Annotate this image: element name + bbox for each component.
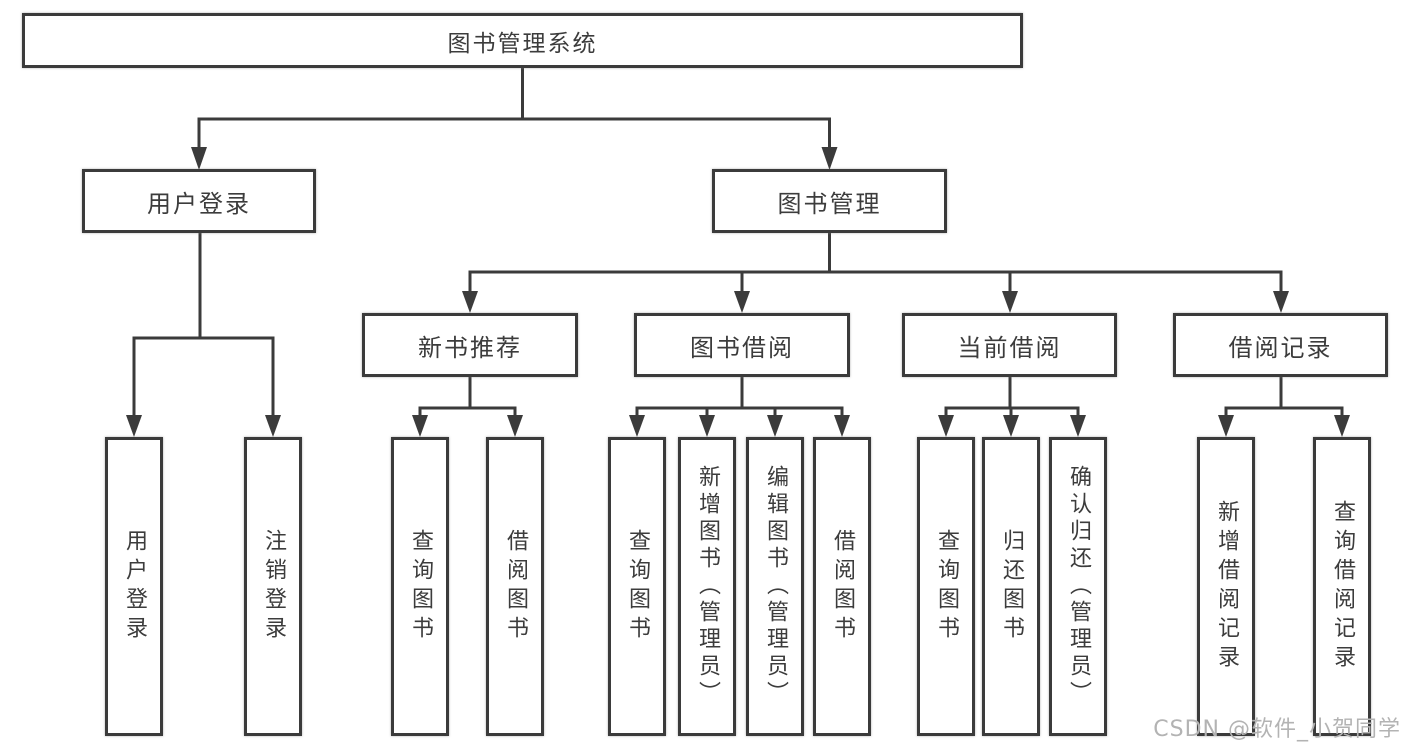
node-label: 图书借阅 <box>690 333 794 362</box>
leaf-label: 查询图书 <box>934 528 959 645</box>
leaf-confirm-return-admin: 确认归还（管理员） <box>1049 437 1107 736</box>
leaf-query-books-borrow: 查询图书 <box>608 437 666 736</box>
leaf-label: 查询图书 <box>625 528 650 645</box>
leaf-borrow-books-recommend: 借阅图书 <box>486 437 544 736</box>
leaf-add-book-admin: 新增图书（管理员） <box>678 437 736 736</box>
leaf-query-books-recommend: 查询图书 <box>391 437 449 736</box>
leaf-add-borrow-record: 新增借阅记录 <box>1197 437 1255 736</box>
leaf-label: 用户登录 <box>122 528 147 645</box>
node-borrow-records: 借阅记录 <box>1173 313 1388 377</box>
node-label: 当前借阅 <box>957 333 1062 362</box>
leaf-label: 归还图书 <box>999 528 1024 645</box>
leaf-label: 确认归还（管理员） <box>1066 465 1091 708</box>
leaf-logout: 注销登录 <box>244 437 302 736</box>
node-new-book-recommend: 新书推荐 <box>362 313 578 377</box>
leaf-return-books: 归还图书 <box>982 437 1040 736</box>
node-label: 新书推荐 <box>418 333 522 362</box>
node-book-borrow: 图书借阅 <box>634 313 850 377</box>
node-system-root: 图书管理系统 <box>22 13 1023 68</box>
leaf-borrow-books: 借阅图书 <box>813 437 871 736</box>
leaf-label: 查询借阅记录 <box>1330 499 1355 674</box>
leaf-query-borrow-record: 查询借阅记录 <box>1313 437 1371 736</box>
leaf-edit-book-admin: 编辑图书（管理员） <box>746 437 804 736</box>
node-label: 用户登录 <box>147 189 251 218</box>
arrowhead-icons <box>126 147 1350 437</box>
leaf-label: 编辑图书（管理员） <box>763 465 788 708</box>
leaf-label: 新增图书（管理员） <box>695 465 720 708</box>
node-current-borrow: 当前借阅 <box>902 313 1117 377</box>
node-user-login: 用户登录 <box>82 169 316 233</box>
leaf-label: 借阅图书 <box>830 528 855 645</box>
leaf-label: 查询图书 <box>408 528 433 645</box>
node-label: 借阅记录 <box>1228 333 1333 362</box>
leaf-label: 新增借阅记录 <box>1214 499 1239 674</box>
csdn-watermark: CSDN @软件_小贺同学 <box>1153 717 1401 742</box>
leaf-query-books-current: 查询图书 <box>917 437 975 736</box>
node-book-management: 图书管理 <box>712 169 947 233</box>
leaf-label: 借阅图书 <box>503 528 528 645</box>
leaf-user-login: 用户登录 <box>105 437 163 736</box>
node-label: 图书管理 <box>777 189 882 218</box>
node-label: 图书管理系统 <box>447 30 598 57</box>
leaf-label: 注销登录 <box>261 528 286 645</box>
